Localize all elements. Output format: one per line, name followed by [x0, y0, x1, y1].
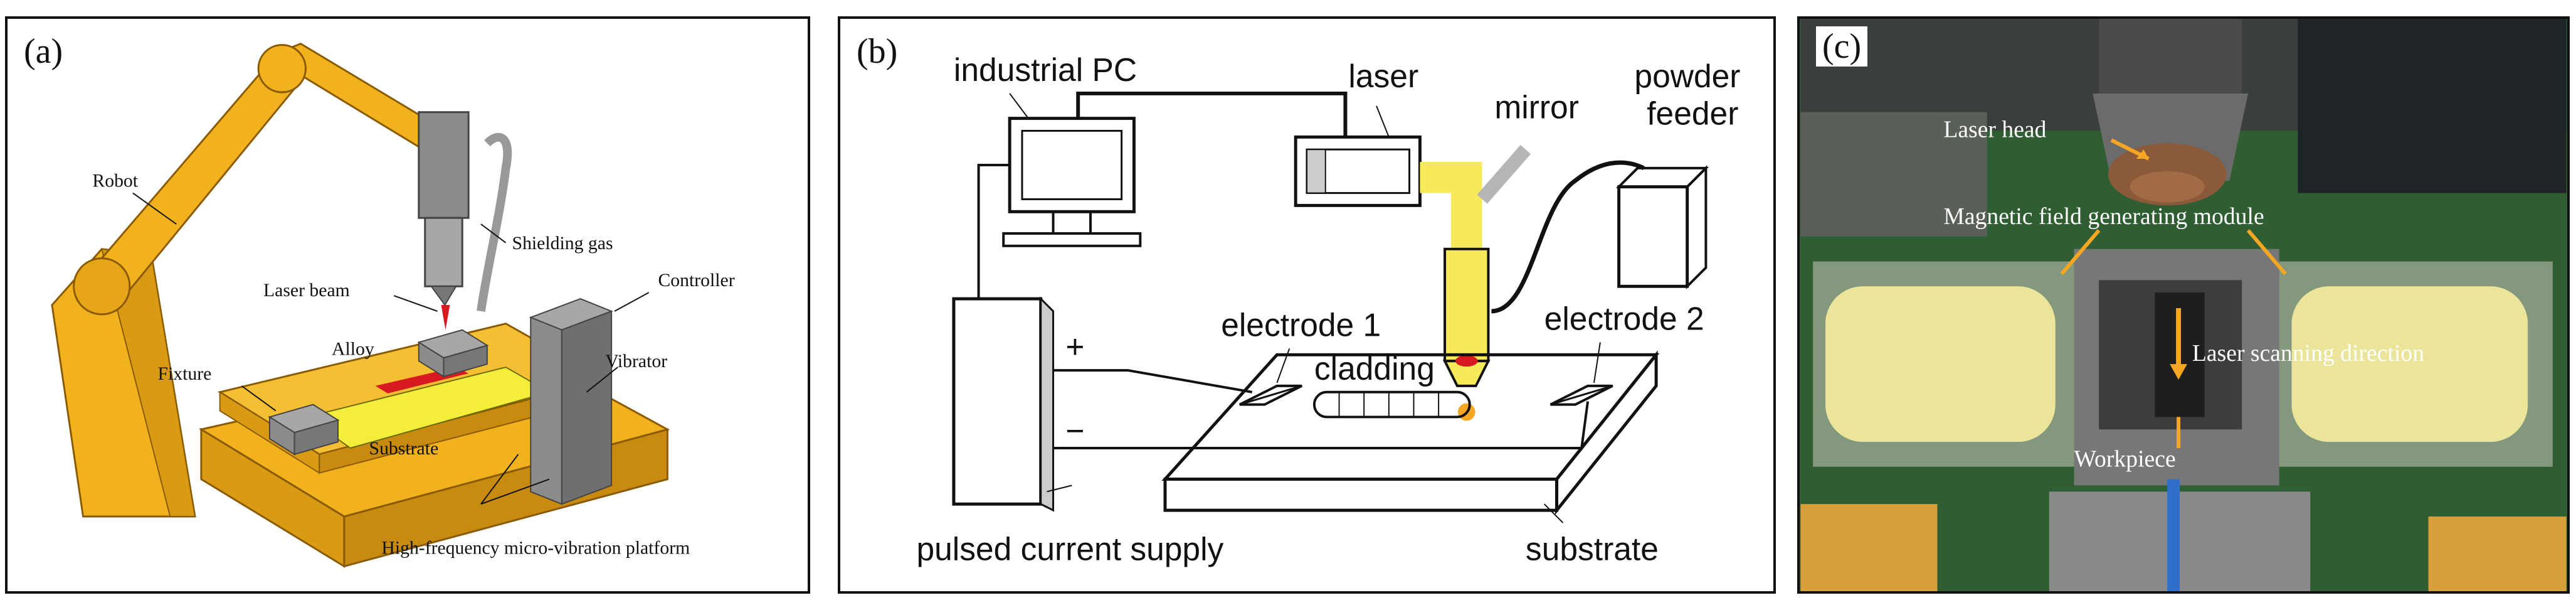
- cladding-track: [1312, 390, 1471, 419]
- cladding-nozzle: [1444, 247, 1490, 363]
- panel-b-label: (b): [857, 32, 898, 71]
- label-fixture: Fixture: [157, 364, 211, 384]
- pc-laser-cable: [1076, 91, 1348, 137]
- panel-a: Robot Shielding gas Laser beam Controlle…: [5, 16, 810, 594]
- label-controller: Controller: [658, 270, 734, 291]
- robot-system-illustration: Robot Shielding gas Laser beam Controlle…: [51, 42, 735, 568]
- experiment-photo: Laser head Magnetic field generating mod…: [1800, 19, 2567, 591]
- label-minus: −: [1065, 412, 1084, 449]
- label-powder: powder: [1634, 58, 1740, 94]
- label-laser-head: Laser head: [1943, 116, 2046, 142]
- label-platform: High-frequency micro-vibration platform: [381, 538, 690, 559]
- laser-beam-vertical: [1450, 162, 1482, 249]
- shielding-gas-hose: [477, 132, 512, 312]
- label-plus: +: [1065, 328, 1084, 365]
- label-magnetic-module: Magnetic field generating module: [1943, 203, 2264, 230]
- label-substrate: Substrate: [369, 439, 439, 459]
- label-pulsed-supply: pulsed current supply: [916, 530, 1223, 567]
- wire-negative: [1059, 401, 1590, 449]
- label-industrial-pc: industrial PC: [954, 51, 1137, 88]
- label-alloy: Alloy: [332, 339, 374, 359]
- label-mirror: mirror: [1494, 89, 1579, 126]
- label-feeder: feeder: [1647, 95, 1738, 132]
- schematic-diagram: industrial PC laser mirror powder feeder…: [916, 51, 1740, 567]
- magnetic-coil-right: [2291, 286, 2528, 442]
- powder-hose: [1491, 160, 1645, 314]
- panel-c-label: (c): [1816, 26, 1868, 67]
- label-electrode-2: electrode 2: [1544, 301, 1704, 337]
- label-shielding-gas: Shielding gas: [512, 233, 613, 254]
- label-cladding: cladding: [1314, 350, 1435, 387]
- powder-feeder-box: [1617, 185, 1689, 288]
- label-substrate-b: substrate: [1526, 530, 1659, 567]
- wire-positive: [1059, 369, 1253, 393]
- laser-beam: [441, 305, 450, 330]
- panel-c: Laser head Magnetic field generating mod…: [1797, 16, 2570, 594]
- pc-supply-cable: [977, 163, 1010, 299]
- label-workpiece: Workpiece: [2074, 446, 2176, 473]
- panel-b: industrial PC laser mirror powder feeder…: [838, 16, 1776, 594]
- label-electrode-1: electrode 1: [1221, 307, 1381, 343]
- label-laser: laser: [1348, 58, 1418, 94]
- label-robot: Robot: [92, 171, 138, 191]
- panel-a-label: (a): [24, 32, 63, 71]
- laser-head: [418, 111, 470, 219]
- label-laser-beam: Laser beam: [263, 281, 350, 301]
- magnetic-coil-left: [1825, 286, 2056, 442]
- pc-monitor: [1008, 117, 1136, 213]
- label-scan-direction: Laser scanning direction: [2192, 340, 2424, 367]
- label-vibrator: Vibrator: [605, 351, 667, 372]
- pulsed-supply-box: [952, 297, 1043, 506]
- mirror-element: [1477, 144, 1531, 204]
